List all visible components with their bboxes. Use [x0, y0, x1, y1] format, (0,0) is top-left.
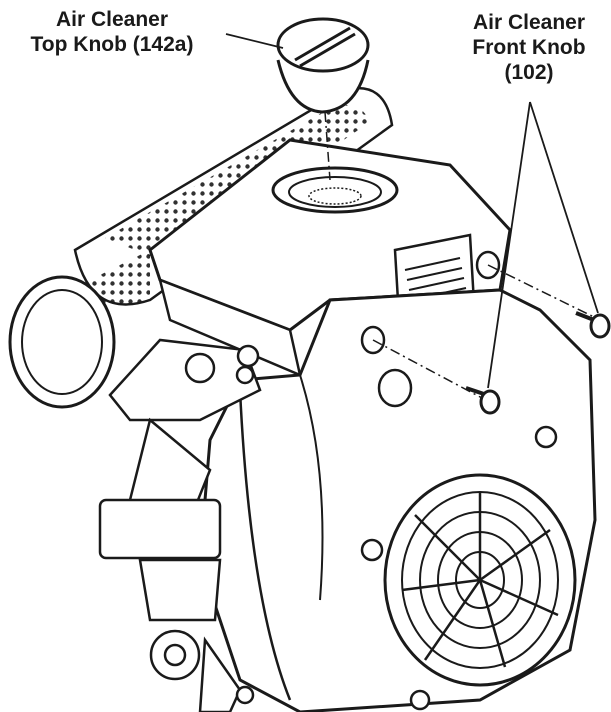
- top-knob-axis: [324, 111, 331, 181]
- callout-leaders: [225, 33, 599, 389]
- air-cleaner-housing: [148, 138, 512, 378]
- top-knob-callout: Air Cleaner Top Knob (142a): [2, 7, 222, 57]
- engine-left-components: [98, 338, 262, 712]
- air-cleaner-top-knob: [276, 17, 370, 114]
- front-knob-callout-line3: (102): [504, 61, 554, 84]
- air-cleaner-front-knob-right: [487, 264, 611, 339]
- front-knob-callout-line1: Air Cleaner: [472, 11, 586, 34]
- front-knob-holes: [360, 250, 501, 408]
- air-cleaner-end-cap: [8, 275, 116, 409]
- top-knob-callout-line2: Top Knob (142a): [30, 33, 194, 56]
- filter-opening: [271, 166, 399, 214]
- air-cleaner-front-knob-left: [372, 339, 501, 415]
- fan-grille: [383, 473, 577, 687]
- front-knob-callout-line2: Front Knob: [472, 36, 586, 59]
- top-knob-callout-line1: Air Cleaner: [55, 8, 169, 31]
- front-knob-callout: Air Cleaner Front Knob (102): [448, 10, 610, 85]
